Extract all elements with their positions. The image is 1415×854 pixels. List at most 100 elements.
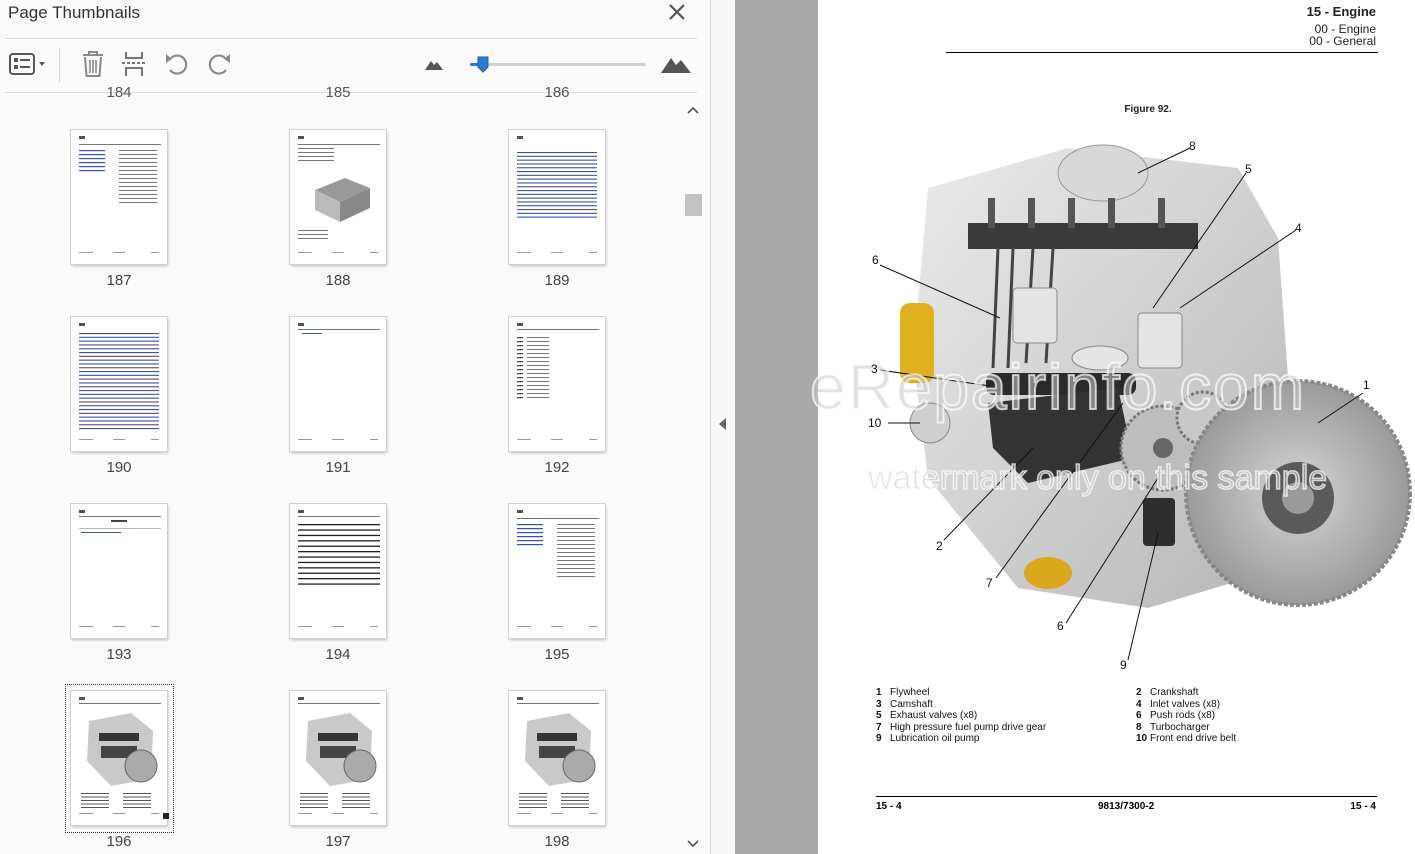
page-thumbnail[interactable] — [290, 504, 386, 638]
legend-text: Push rods (x8) — [1150, 710, 1216, 721]
legend-text: Camshaft — [890, 698, 933, 710]
thumbnail-item[interactable]: 191 — [224, 281, 444, 476]
figure-caption: Figure 92. — [1124, 104, 1172, 115]
zoom-in-thumbnails-button[interactable] — [658, 48, 694, 80]
page-number: 189 — [544, 272, 570, 289]
callout-label: 2 — [936, 539, 943, 553]
page-thumbnail[interactable] — [290, 317, 386, 451]
thumbnail-item[interactable]: 188 — [224, 94, 444, 289]
chevron-down-icon — [687, 840, 699, 848]
thumbnail-options-button[interactable] — [6, 48, 50, 80]
legend-text: Exhaust valves (x8) — [890, 710, 978, 721]
page-number: 190 — [106, 459, 132, 476]
thumbnail-item[interactable]: 189 — [443, 94, 663, 289]
engine-illustration — [879, 144, 1412, 661]
legend-number: 2 — [1136, 687, 1142, 698]
page-thumbnail[interactable] — [509, 691, 605, 825]
scrollbar-thumb[interactable] — [685, 194, 702, 216]
extract-pages-button[interactable] — [117, 48, 151, 80]
page-thumbnail[interactable] — [509, 504, 605, 638]
legend-item: 3 Camshaft — [876, 699, 933, 710]
page-thumbnail[interactable] — [71, 691, 167, 825]
header-title: 15 - Engine — [1306, 4, 1376, 19]
selection-frame — [65, 684, 174, 833]
scroll-down-button[interactable] — [685, 836, 701, 852]
chevron-up-icon — [687, 106, 699, 114]
legend-number: 6 — [1136, 710, 1142, 721]
page-thumbnail[interactable] — [509, 317, 605, 451]
scroll-up-button[interactable] — [685, 102, 701, 118]
legend-number: 7 — [876, 721, 882, 733]
callout-label: 5 — [1245, 162, 1252, 176]
legend-item: 6 Push rods (x8) — [1136, 710, 1215, 721]
rotate-clockwise-icon — [208, 54, 230, 75]
collapse-panel-arrow-icon[interactable] — [716, 416, 730, 432]
legend-number: 10 — [1136, 733, 1148, 744]
callout-label: 3 — [871, 362, 878, 376]
thumbnail-item[interactable]: 192 — [443, 281, 663, 476]
page-thumbnail[interactable] — [71, 317, 167, 451]
page-thumbnail[interactable] — [509, 130, 605, 264]
panel-title: Page Thumbnails — [8, 3, 140, 22]
rotate-clockwise-button[interactable] — [202, 48, 236, 80]
page-number-partial: 186 — [544, 84, 570, 101]
legend-number: 9 — [876, 733, 882, 744]
page-thumbnail[interactable] — [71, 504, 167, 638]
page-number: 193 — [106, 646, 132, 663]
callout-label: 6 — [872, 253, 879, 267]
thumbnail-item[interactable]: 194 — [224, 468, 444, 663]
close-panel-button[interactable] — [664, 0, 690, 24]
thumbnail-size-slider[interactable] — [470, 55, 646, 75]
thumbnail-item[interactable]: 195 — [443, 468, 663, 663]
page-number: 187 — [106, 272, 132, 289]
page-number: 197 — [325, 833, 351, 850]
legend-text: Lubrication oil pump — [890, 733, 980, 744]
footer-page-left: 15 - 4 — [876, 801, 902, 812]
thumbnail-scrollbar[interactable] — [684, 94, 702, 854]
rotate-counterclockwise-button[interactable] — [160, 48, 194, 80]
slider-fill — [470, 63, 483, 66]
thumbnail-options-icon — [9, 53, 45, 75]
mountain-large-icon — [661, 58, 691, 73]
header-rule — [946, 52, 1378, 53]
footer-page-right: 15 - 4 — [1350, 801, 1376, 812]
page-number-partial: 184 — [106, 84, 132, 101]
legend-text: Front end drive belt — [1150, 733, 1237, 744]
legend-number: 1 — [876, 687, 882, 698]
footer-rule — [876, 796, 1377, 797]
slider-thumb[interactable] — [477, 56, 489, 73]
callout-label: 9 — [1120, 658, 1127, 672]
page-thumbnail[interactable] — [71, 130, 167, 264]
page-thumbnail[interactable] — [290, 691, 386, 825]
legend-text: Inlet valves (x8) — [1150, 698, 1221, 710]
legend-number: 3 — [876, 698, 882, 710]
callout-label: 1 — [1363, 378, 1370, 392]
thumbnail-item[interactable]: 196 — [5, 655, 225, 850]
thumbnail-item[interactable]: 193 — [5, 468, 225, 663]
thumbnail-item[interactable]: 198 — [443, 655, 663, 850]
page-thumbnails-panel: Page Thumbnails — [5, 0, 711, 854]
legend-text: Turbocharger — [1150, 721, 1210, 733]
thumbnail-item[interactable]: 190 — [5, 281, 225, 476]
toolbar-divider-bottom — [5, 92, 697, 93]
delete-pages-button[interactable] — [76, 48, 110, 80]
thumbnail-item[interactable]: 187 — [5, 94, 225, 289]
toolbar-divider — [59, 48, 60, 82]
page-number: 196 — [106, 833, 132, 850]
callout-label: 4 — [1295, 221, 1302, 235]
page-number: 188 — [325, 272, 351, 289]
zoom-out-thumbnails-button[interactable] — [422, 48, 446, 80]
page-thumbnail[interactable] — [290, 130, 386, 264]
extract-pages-icon — [122, 52, 146, 76]
thumbnail-item[interactable]: 197 — [224, 655, 444, 850]
page-number: 195 — [544, 646, 570, 663]
legend-number: 8 — [1136, 721, 1142, 733]
watermark-text: watermark only on this sample — [867, 458, 1328, 498]
page-number: 194 — [325, 646, 351, 663]
page-number: 198 — [544, 833, 570, 850]
